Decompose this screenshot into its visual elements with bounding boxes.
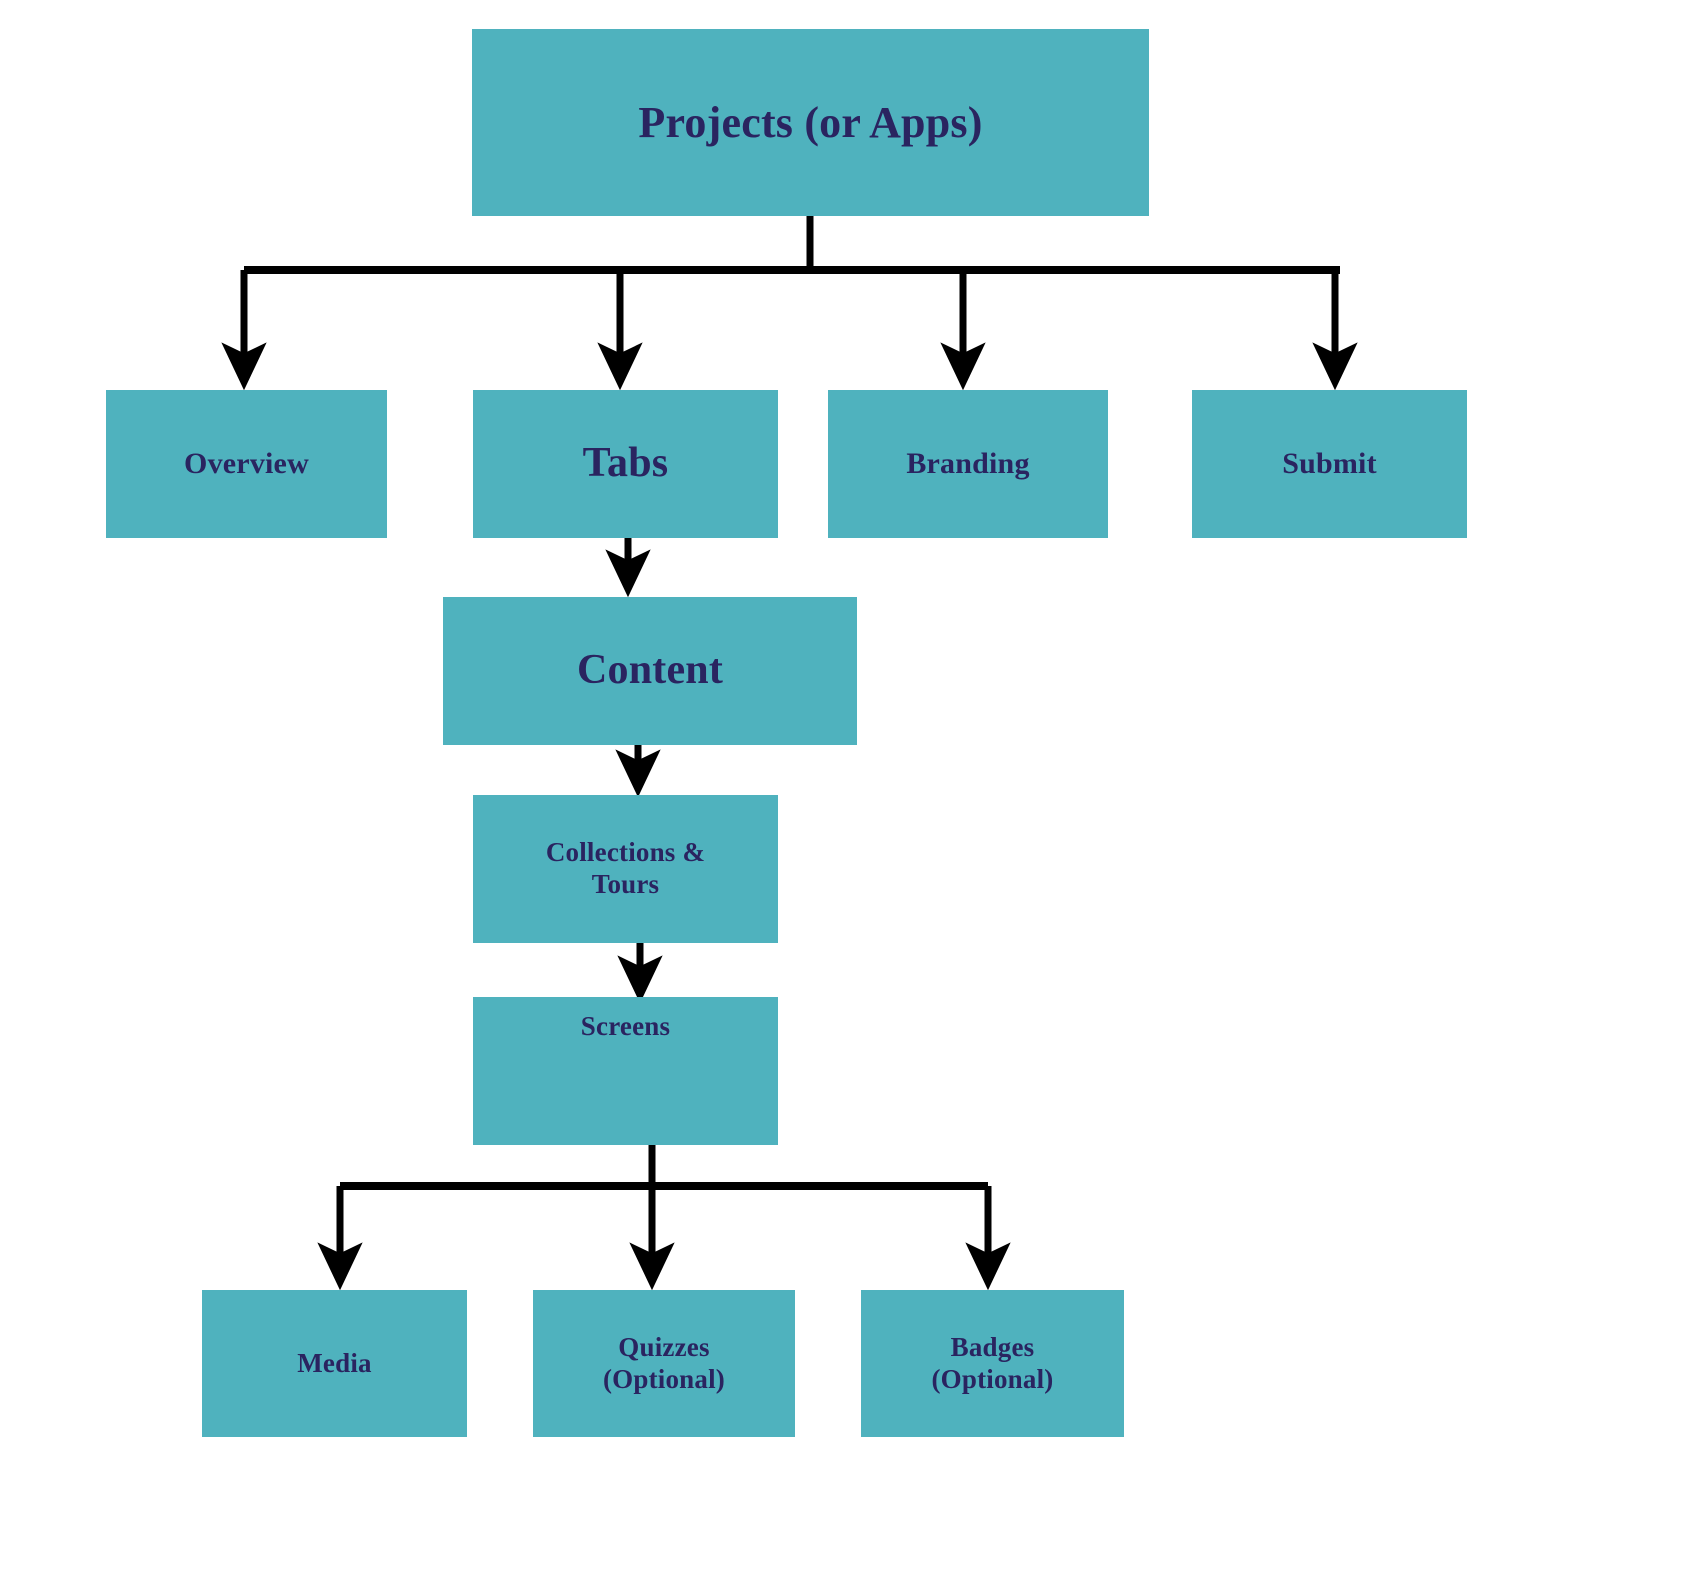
- node-screens[interactable]: Screens: [473, 997, 778, 1145]
- node-quizzes-label: Quizzes (Optional): [602, 1331, 725, 1394]
- node-content-label: Content: [576, 647, 724, 694]
- node-overview-label: Overview: [184, 447, 309, 481]
- node-projects-label: Projects (or Apps): [638, 97, 983, 147]
- node-badges-label: Badges (Optional): [931, 1331, 1054, 1394]
- node-collections-tours-label: Collections & Tours: [545, 837, 706, 899]
- node-submit-label: Submit: [1282, 447, 1377, 481]
- node-media[interactable]: Media: [202, 1290, 467, 1437]
- node-submit[interactable]: Submit: [1192, 390, 1467, 538]
- node-badges[interactable]: Badges (Optional): [861, 1290, 1124, 1437]
- node-collections-tours[interactable]: Collections & Tours: [473, 795, 778, 943]
- node-tabs[interactable]: Tabs: [473, 390, 778, 538]
- node-branding-label: Branding: [906, 447, 1030, 481]
- node-branding[interactable]: Branding: [828, 390, 1108, 538]
- node-screens-label: Screens: [580, 1011, 671, 1041]
- node-tabs-label: Tabs: [582, 440, 669, 487]
- node-content[interactable]: Content: [443, 597, 857, 745]
- node-overview[interactable]: Overview: [106, 390, 387, 538]
- node-projects[interactable]: Projects (or Apps): [472, 29, 1149, 216]
- node-quizzes[interactable]: Quizzes (Optional): [533, 1290, 795, 1437]
- node-media-label: Media: [297, 1347, 372, 1378]
